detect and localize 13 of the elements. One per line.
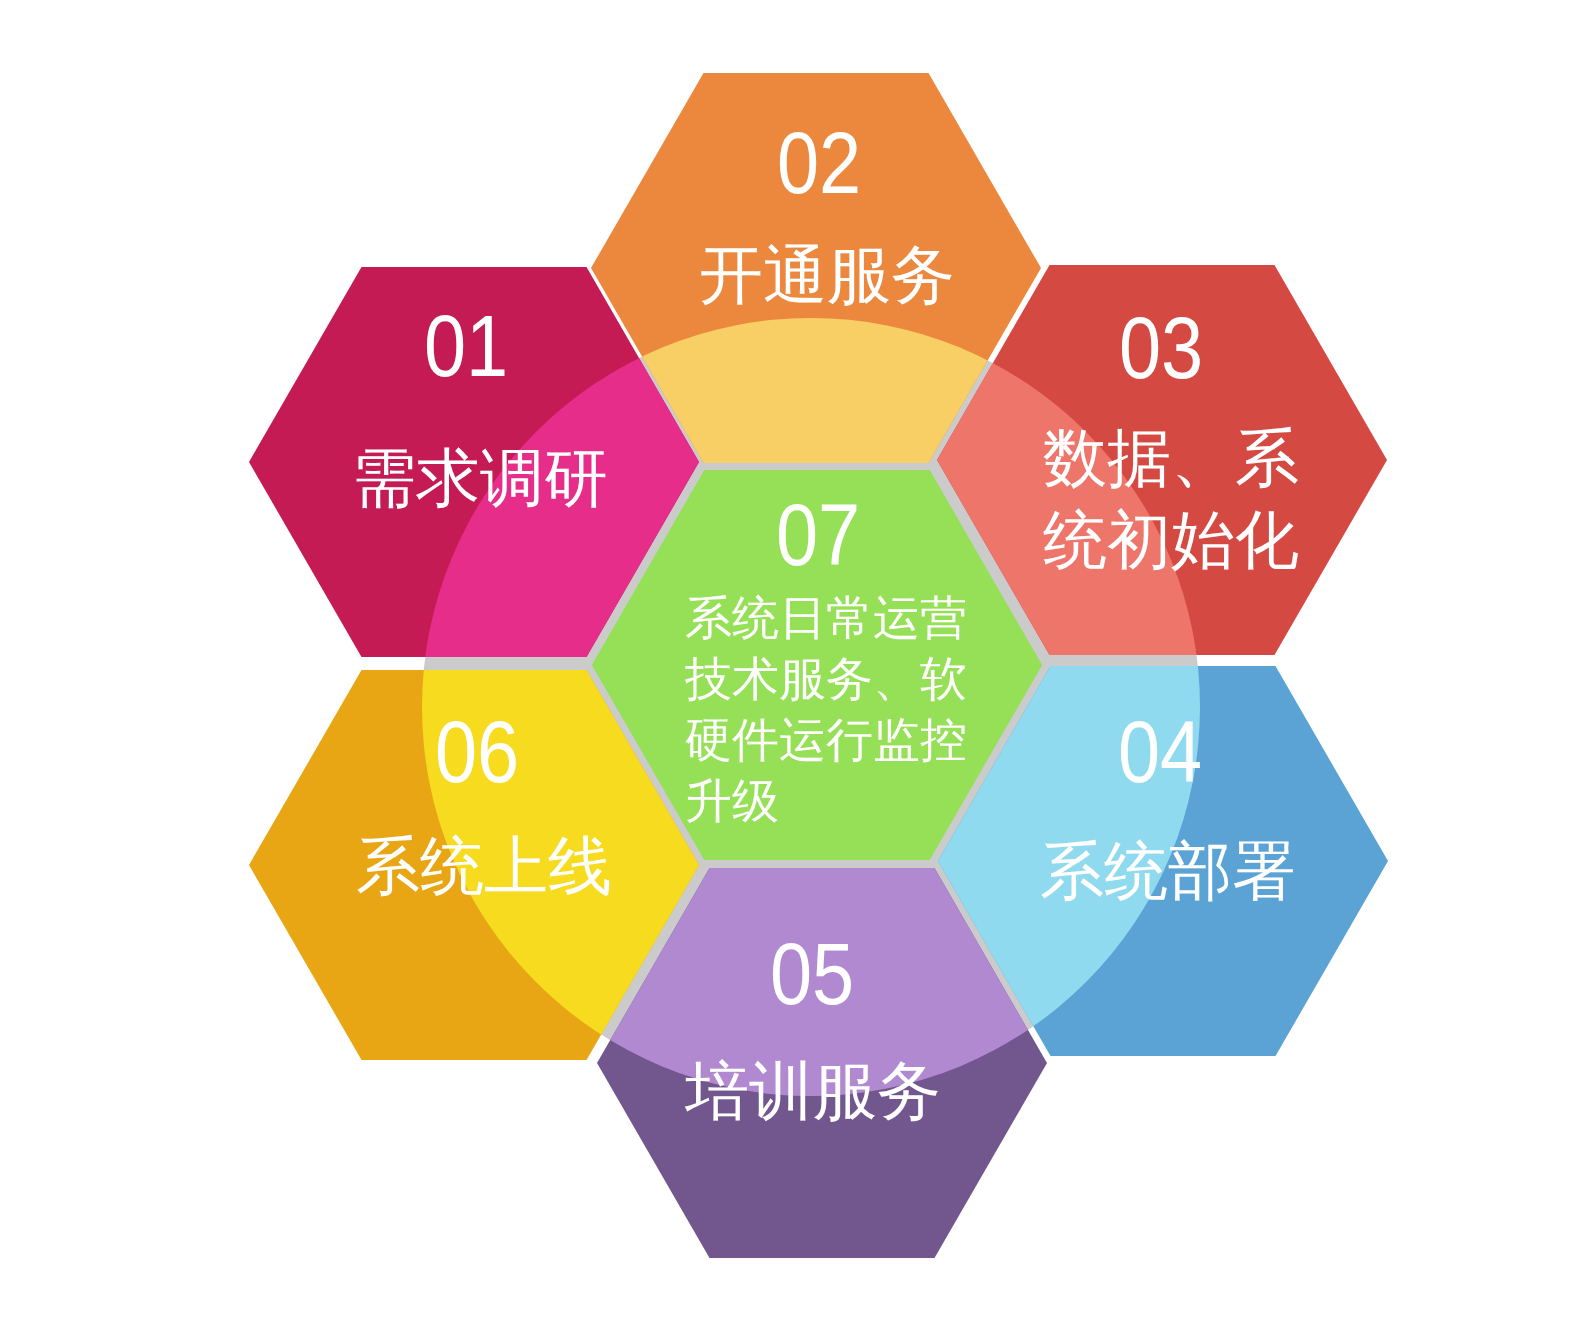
step-label: 开通服务	[699, 242, 955, 307]
step-label: 系统部署	[1040, 838, 1296, 903]
step-number: 01	[423, 302, 509, 390]
step-label: 系统日常运营技术服务、软硬件运行监控升级	[685, 588, 968, 830]
step-label: 数据、系统初始化	[1043, 419, 1300, 579]
step-number: 06	[434, 708, 520, 796]
step-number: 04	[1117, 708, 1203, 796]
step-label: 系统上线	[356, 833, 612, 898]
step-number: 03	[1118, 304, 1204, 392]
step-number: 05	[769, 930, 855, 1018]
step-number: 07	[775, 491, 861, 579]
step-label: 需求调研	[352, 445, 608, 510]
step-number: 02	[776, 119, 862, 207]
